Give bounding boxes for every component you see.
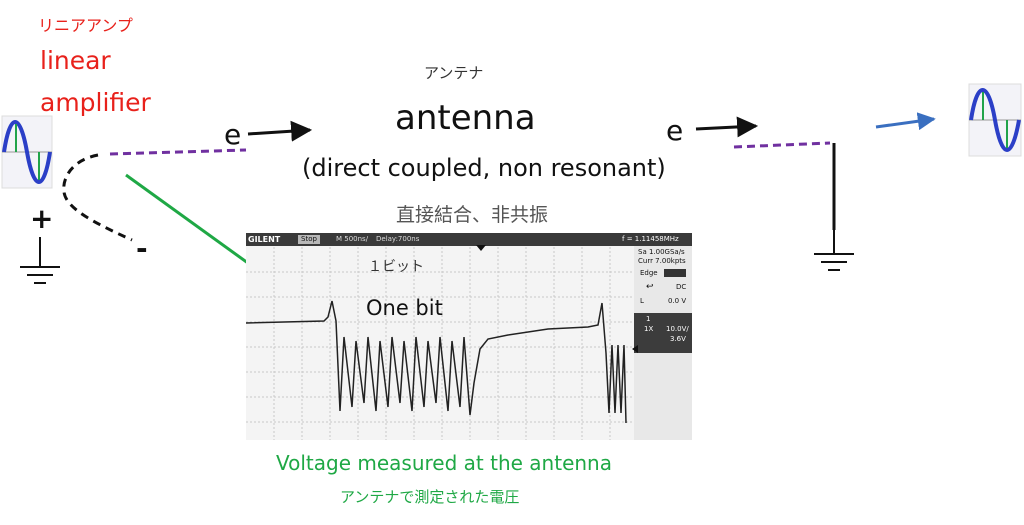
- scope-trigger-level: 0.0 V: [668, 297, 687, 305]
- antenna-description-en: (direct coupled, non resonant): [302, 154, 666, 182]
- scope-trigger-level-label: L: [640, 297, 644, 305]
- scope-memory: Curr 7.00kpts: [638, 257, 686, 265]
- sine-wave-icon-input: [1, 115, 53, 189]
- voltage-caption-jp: アンテナで測定された電圧: [340, 488, 520, 506]
- voltage-caption-en: Voltage measured at the antenna: [276, 451, 612, 475]
- ground-symbol-left: [20, 237, 60, 284]
- scope-channel: 1: [646, 315, 651, 323]
- amplifier-output-wire: [62, 153, 133, 242]
- scope-trigger-type: Edge: [640, 269, 658, 277]
- scope-scale: 10.0V/: [666, 325, 689, 333]
- ground-symbol-right: [814, 230, 854, 271]
- one-bit-label-en: One bit: [366, 296, 443, 320]
- scope-mode: Stop: [301, 235, 317, 243]
- electron-arrow-left: [247, 120, 313, 142]
- antenna-wire-right: [733, 141, 831, 149]
- scope-brand: GILENT: [248, 235, 281, 244]
- scope-timebase: M 500ns/: [336, 235, 369, 243]
- oscilloscope-screenshot: GILENT Stop M 500ns/ Delay:700ns f = 1.1…: [245, 233, 692, 440]
- antenna-label-en: antenna: [395, 98, 536, 138]
- amplifier-label-en-line2: amplifier: [40, 88, 151, 117]
- electron-label-left: e: [224, 118, 242, 151]
- minus-terminal: -: [136, 232, 148, 265]
- amplifier-label-jp: リニアアンプ: [38, 16, 133, 35]
- edge-rising-icon: ↩: [646, 282, 654, 292]
- electron-label-right: e: [666, 114, 684, 147]
- scope-frequency: f = 1.11458MHz: [622, 235, 679, 243]
- antenna-label-jp: アンテナ: [424, 64, 484, 82]
- plus-terminal: +: [30, 202, 54, 235]
- oscilloscope-display: [245, 233, 692, 440]
- antenna-wire-left: [109, 148, 247, 156]
- output-arrow: [875, 112, 936, 131]
- electron-arrow-right: [695, 116, 759, 138]
- scope-delay: Delay:700ns: [376, 235, 420, 243]
- scope-coupling: DC: [676, 283, 687, 291]
- antenna-description-jp: 直接結合、非共振: [396, 204, 549, 226]
- scope-sample-rate: Sa 1.00GSa/s: [638, 248, 685, 256]
- scope-offset: 3.6V: [670, 335, 686, 343]
- one-bit-label-jp: １ビット: [368, 259, 424, 275]
- scope-probe: 1X: [644, 325, 654, 333]
- sine-wave-icon-output: [968, 83, 1022, 157]
- amplifier-label-en-line1: linear: [40, 46, 111, 75]
